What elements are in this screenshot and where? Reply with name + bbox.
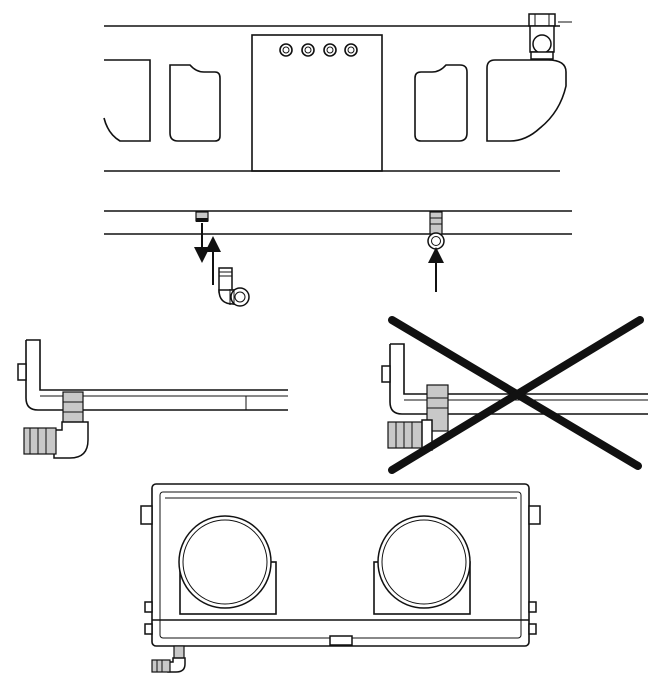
drain-elbow-fitting [218,267,250,307]
left-slot [169,64,221,142]
right-slot [414,64,468,142]
duct-collar-left [178,515,277,615]
side-bracket-left [140,505,153,525]
incorrect-cross-mark [388,316,644,474]
port-connectors [279,43,358,57]
elbow-hose-barb [23,427,57,455]
side-screw [17,363,27,381]
side-bracket-right [528,505,541,525]
duct-collar-right [373,515,471,615]
unit-top-view [103,13,572,172]
mounting-bracket [528,13,556,60]
unit-front-view [140,483,541,673]
central-module [251,34,383,172]
drain-stub [62,391,84,425]
installed-drain-fitting [427,211,445,250]
drain-elbow-correct [17,339,288,459]
condensate-drain-ceiling-mount [104,210,572,307]
bottom-latch [329,635,353,646]
right-opening [486,59,567,142]
drain-elbow-incorrect [381,316,648,474]
unit-housing [151,483,530,647]
elbow-body [53,421,89,459]
front-drain-elbow [151,645,186,673]
